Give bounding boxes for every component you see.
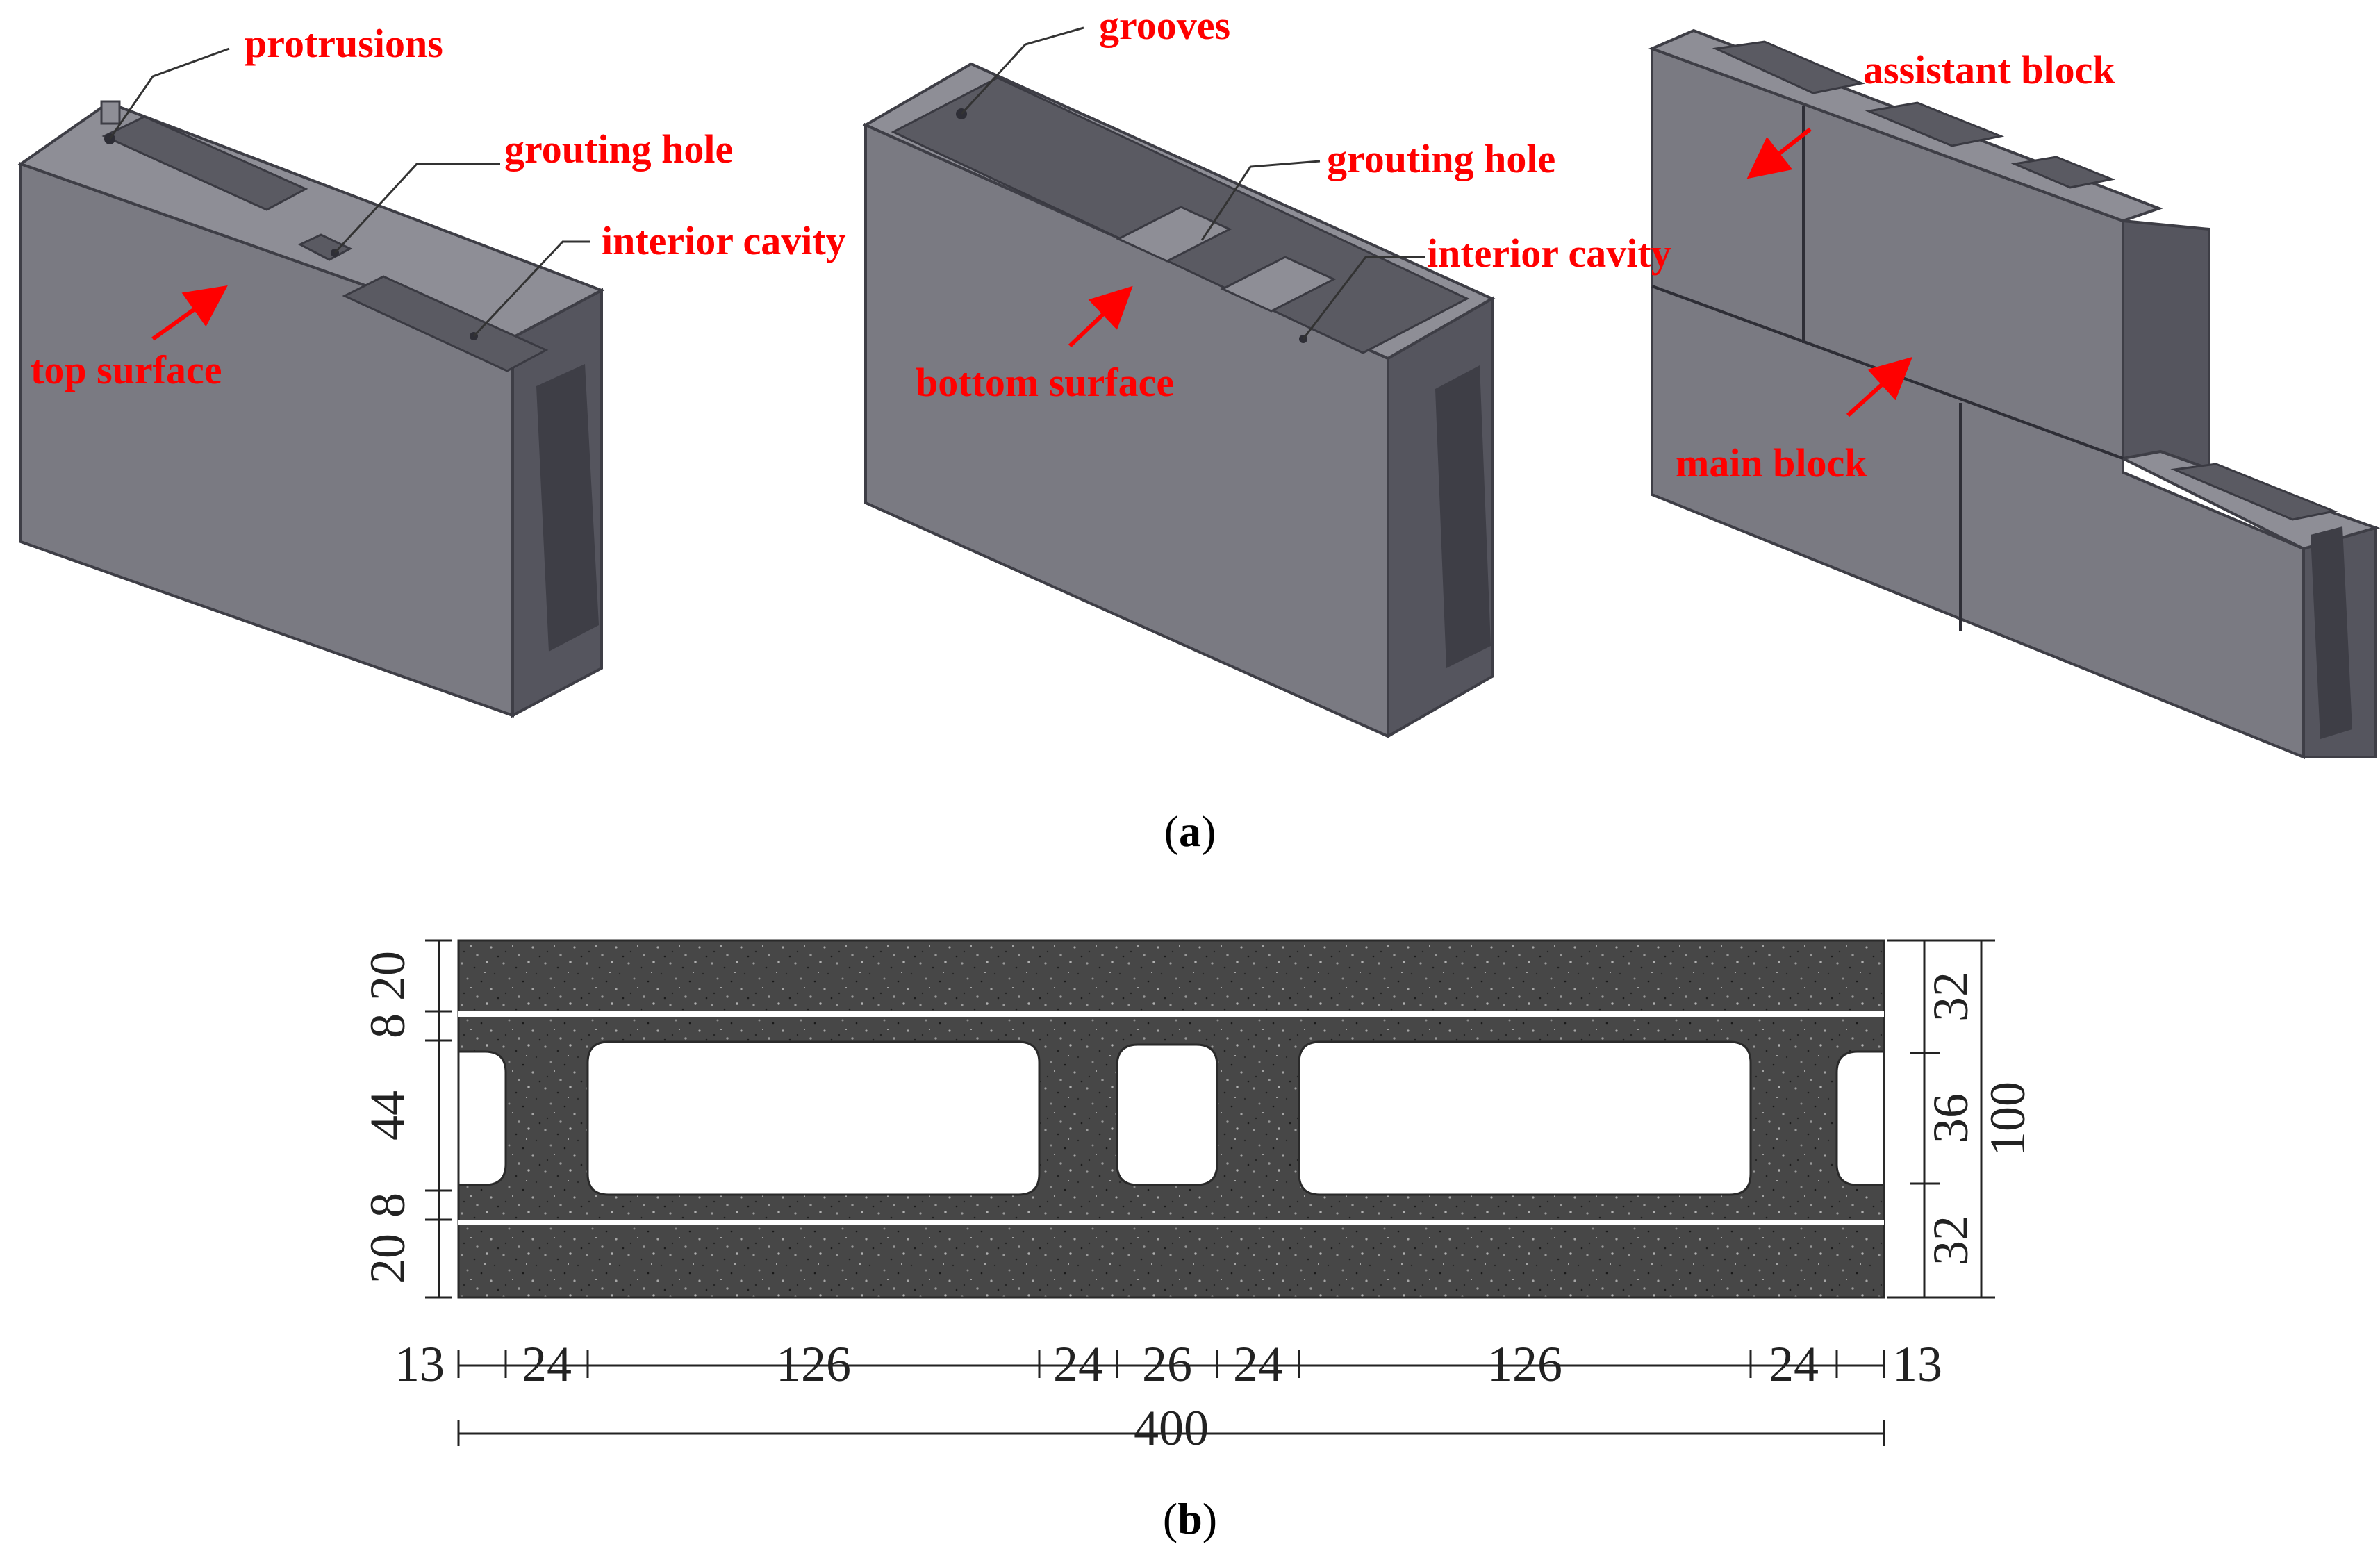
leader-grouting-hole-1 bbox=[333, 163, 500, 254]
block-1-protrusion bbox=[100, 100, 121, 125]
dim-right-32-bottom: 32 bbox=[1923, 1216, 1978, 1266]
right-dimension-labels: 32 36 32 100 bbox=[1923, 972, 2035, 1266]
label-protrusions: protrusions bbox=[245, 21, 443, 66]
dim-bottom-24-4: 24 bbox=[1769, 1336, 1819, 1392]
label-bottom-surface: bottom surface bbox=[916, 360, 1174, 405]
block-1-end-tongue bbox=[536, 364, 599, 652]
assembly-cavity-1 bbox=[1712, 40, 1866, 94]
leader-grooves bbox=[960, 26, 1084, 115]
dim-bottom-24-3: 24 bbox=[1233, 1336, 1283, 1392]
section-groove-top bbox=[458, 1011, 1884, 1017]
label-main-block: main block bbox=[1676, 440, 1867, 486]
label-grouting-hole-2: grouting hole bbox=[1327, 136, 1555, 181]
label-top-surface: top surface bbox=[31, 347, 222, 392]
assembly-lower-end-groove bbox=[2311, 526, 2352, 739]
dim-bottom-total-400: 400 bbox=[1134, 1400, 1209, 1456]
caption-a: (a) bbox=[1164, 806, 1216, 856]
block-1-cavity-1 bbox=[101, 115, 308, 211]
assembly-drawing bbox=[1648, 28, 2380, 759]
label-grouting-hole-1: grouting hole bbox=[504, 126, 733, 172]
block-2-drawing bbox=[862, 62, 1496, 739]
dim-bottom-126-2: 126 bbox=[1487, 1336, 1562, 1392]
dim-right-36: 36 bbox=[1923, 1093, 1978, 1143]
panel-a-leaders bbox=[108, 26, 1912, 417]
dim-right-32-top: 32 bbox=[1923, 972, 1978, 1022]
arrow-bottom-surface bbox=[1068, 285, 1133, 348]
assembly-cavity-2 bbox=[1865, 101, 2005, 147]
block-1-drawing bbox=[17, 100, 605, 718]
dim-left-20-top: 20 bbox=[360, 951, 415, 1001]
caption-b: (b) bbox=[1163, 1494, 1217, 1543]
dim-bottom-24-1: 24 bbox=[522, 1336, 572, 1392]
leader-interior-cavity-2 bbox=[1302, 256, 1425, 340]
dimension-lines bbox=[425, 939, 1995, 1446]
block-1-cavity-2 bbox=[342, 275, 549, 372]
panel-a: protrusions grouting hole interior cavit… bbox=[17, 3, 2380, 856]
block-2-end-groove bbox=[1435, 365, 1491, 668]
leader-grouting-hole-2 bbox=[1200, 160, 1321, 241]
block-2-web-1 bbox=[1116, 206, 1232, 263]
section-solid bbox=[457, 939, 1885, 1299]
assembly-cavity-3 bbox=[2010, 156, 2116, 189]
label-interior-cavity-2: interior cavity bbox=[1427, 231, 1671, 276]
label-grooves: grooves bbox=[1099, 3, 1230, 48]
leader-protrusions bbox=[108, 47, 230, 140]
left-dimension-labels: 20 8 44 8 20 bbox=[360, 951, 415, 1284]
dim-bottom-13-left: 13 bbox=[395, 1336, 445, 1392]
label-interior-cavity-1: interior cavity bbox=[602, 218, 846, 263]
block-2-web-2 bbox=[1220, 256, 1337, 313]
dim-bottom-13-right: 13 bbox=[1892, 1336, 1942, 1392]
arrow-main-block bbox=[1846, 356, 1912, 417]
arrow-top-surface bbox=[151, 285, 228, 341]
dim-left-8-bottom: 8 bbox=[360, 1193, 415, 1218]
dim-bottom-24-2: 24 bbox=[1053, 1336, 1103, 1392]
section-groove-bottom bbox=[458, 1220, 1884, 1225]
dim-bottom-126-1: 126 bbox=[776, 1336, 851, 1392]
dim-right-total-100: 100 bbox=[1980, 1081, 2035, 1156]
arrow-assistant-block bbox=[1746, 127, 1812, 179]
dim-left-8-top: 8 bbox=[360, 1013, 415, 1038]
panel-a-labels: protrusions grouting hole interior cavit… bbox=[31, 3, 2115, 486]
panel-b: 20 8 44 8 20 32 36 32 100 13 24 126 24 2… bbox=[360, 939, 2035, 1543]
leader-interior-cavity-1 bbox=[472, 240, 590, 338]
bottom-dimension-labels: 13 24 126 24 26 24 126 24 13 400 bbox=[395, 1336, 1942, 1456]
assembly-step-cavity bbox=[2170, 463, 2338, 521]
assembly-upper-end-face bbox=[2122, 219, 2210, 472]
dim-left-20-bottom: 20 bbox=[360, 1234, 415, 1284]
dim-bottom-26: 26 bbox=[1142, 1336, 1192, 1392]
label-assistant-block: assistant block bbox=[1863, 47, 2115, 92]
dim-left-44: 44 bbox=[360, 1090, 415, 1141]
